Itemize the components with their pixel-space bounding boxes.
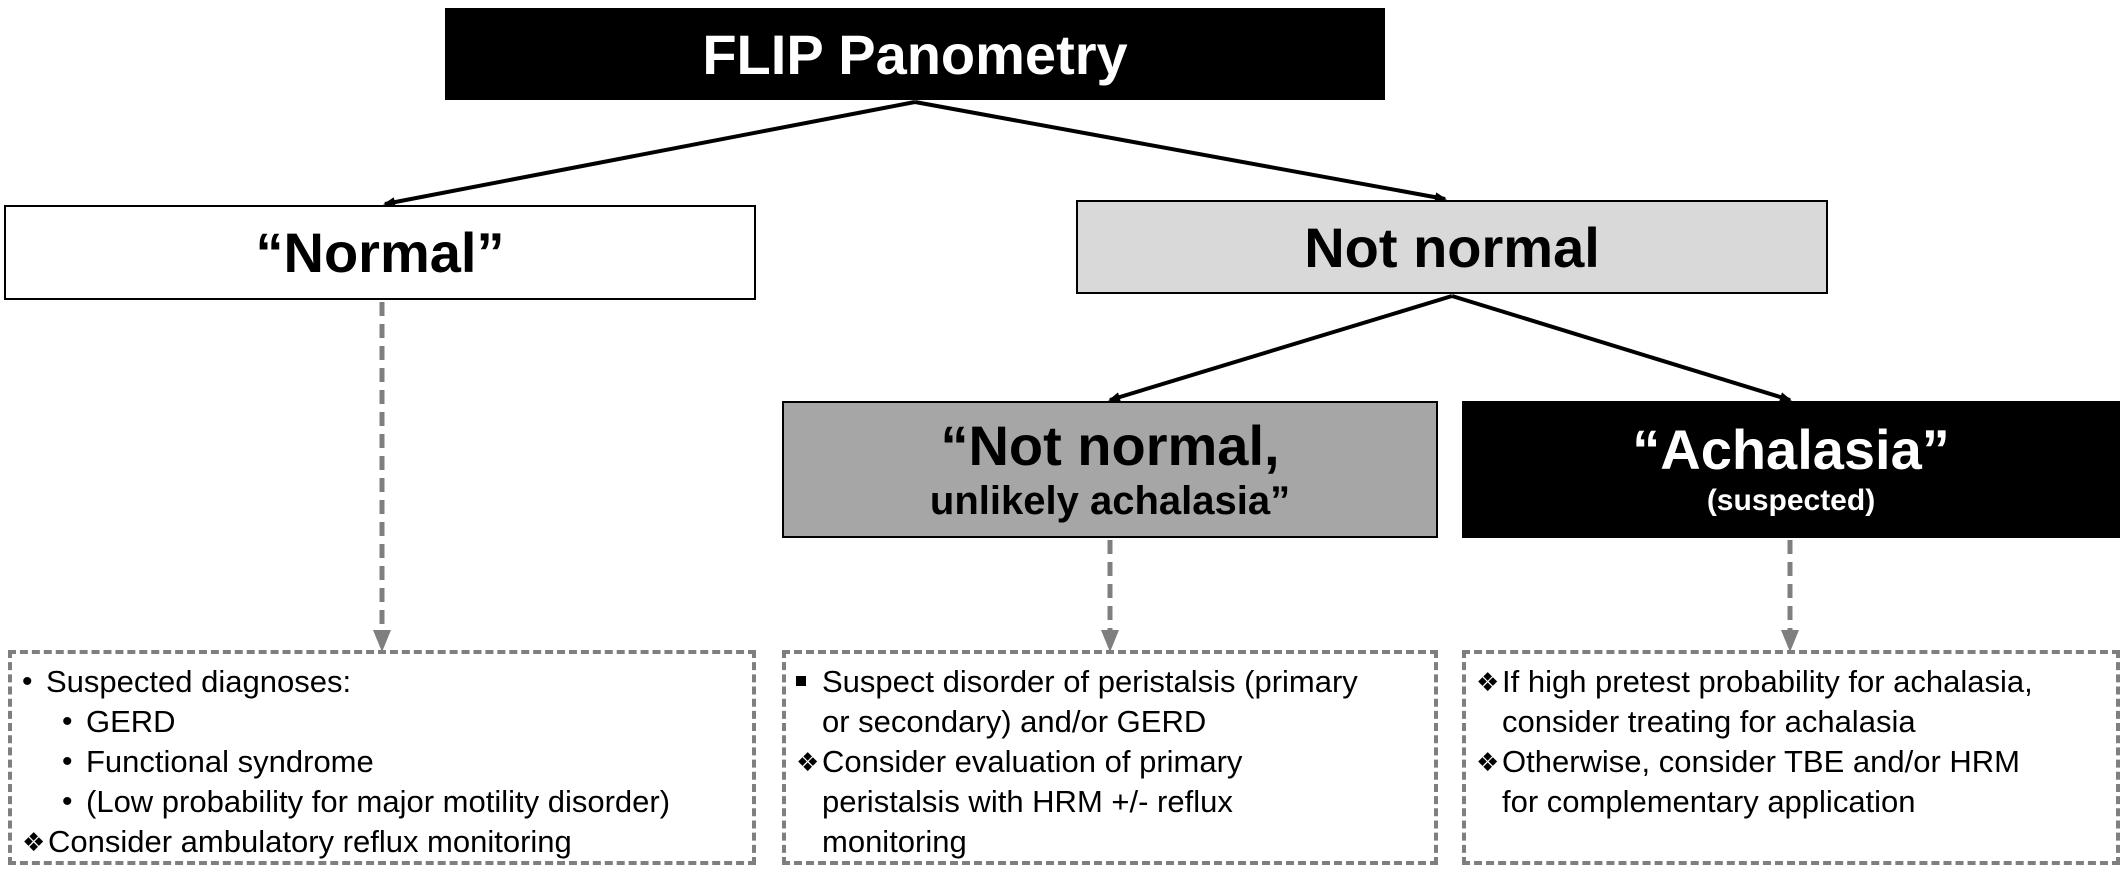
achalasia-box: “Achalasia” (suspected) xyxy=(1462,401,2120,538)
list-item: • (Low probability for major motility di… xyxy=(22,782,742,822)
unlikely-achalasia-label: “Not normal, xyxy=(940,413,1280,477)
square-bullet-icon xyxy=(796,662,822,702)
diamond-bullet-icon: ❖ xyxy=(1476,747,1500,777)
note-text: peristalsis with HRM +/- reflux xyxy=(822,784,1233,819)
note-text: for complementary application xyxy=(1502,784,1916,819)
note-text: Suspected diagnoses: xyxy=(46,664,352,699)
arrow-root-to-normal xyxy=(383,100,916,208)
achalasia-notes-box: ❖ If high pretest probability for achala… xyxy=(1462,650,2120,865)
note-text: Functional syndrome xyxy=(86,744,374,779)
unlikely-notes-box: Suspect disorder of peristalsis (primary… xyxy=(782,650,1438,865)
note-text: Otherwise, consider TBE and/or HRM xyxy=(1502,744,2021,779)
arrow-not-normal-to-unlikely xyxy=(1108,294,1453,402)
list-item: ❖ Otherwise, consider TBE and/or HRM xyxy=(1476,742,2106,782)
bullet-icon: • xyxy=(62,785,73,818)
note-text: monitoring xyxy=(822,824,967,859)
diamond-bullet-icon: ❖ xyxy=(22,827,46,857)
achalasia-sublabel: (suspected) xyxy=(1706,483,1876,517)
normal-label: “Normal” xyxy=(255,221,505,284)
unlikely-achalasia-box: “Not normal, unlikely achalasia” xyxy=(782,401,1438,538)
diamond-bullet-icon: ❖ xyxy=(1476,667,1500,697)
flip-panometry-label: FLIP Panometry xyxy=(702,22,1128,86)
list-item: ❖ Consider evaluation of primary xyxy=(796,742,1424,782)
list-item: ❖ Consider ambulatory reflux monitoring xyxy=(22,822,742,862)
not-normal-label: Not normal xyxy=(1304,215,1600,279)
arrow-not-normal-to-achalasia xyxy=(1451,294,1792,402)
note-text: Consider evaluation of primary xyxy=(822,744,1243,779)
note-text: (Low probability for major motility diso… xyxy=(86,784,671,819)
note-text: or secondary) and/or GERD xyxy=(822,704,1207,739)
not-normal-box: Not normal xyxy=(1076,200,1828,294)
arrow-root-to-not-normal xyxy=(914,100,1447,203)
list-item: Suspect disorder of peristalsis (primary xyxy=(796,662,1424,702)
note-text: GERD xyxy=(86,704,176,739)
note-text: Consider ambulatory reflux monitoring xyxy=(48,824,572,859)
list-item: ❖ If high pretest probability for achala… xyxy=(1476,662,2106,702)
normal-box: “Normal” xyxy=(4,205,756,300)
achalasia-label: “Achalasia” xyxy=(1632,417,1950,481)
list-item: • GERD xyxy=(22,702,742,742)
unlikely-achalasia-sublabel: unlikely achalasia” xyxy=(929,478,1291,523)
bullet-icon: • xyxy=(22,665,33,698)
flip-panometry-box: FLIP Panometry xyxy=(445,8,1385,100)
normal-notes-box: • Suspected diagnoses: • GERD • Function… xyxy=(8,650,756,865)
list-item: • Suspected diagnoses: xyxy=(22,662,742,702)
note-text: consider treating for achalasia xyxy=(1502,704,1916,739)
diamond-bullet-icon: ❖ xyxy=(796,747,820,777)
bullet-icon: • xyxy=(62,745,73,778)
note-text: If high pretest probability for achalasi… xyxy=(1502,664,2033,699)
note-text: Suspect disorder of peristalsis (primary xyxy=(822,664,1358,699)
bullet-icon: • xyxy=(62,705,73,738)
list-item: • Functional syndrome xyxy=(22,742,742,782)
